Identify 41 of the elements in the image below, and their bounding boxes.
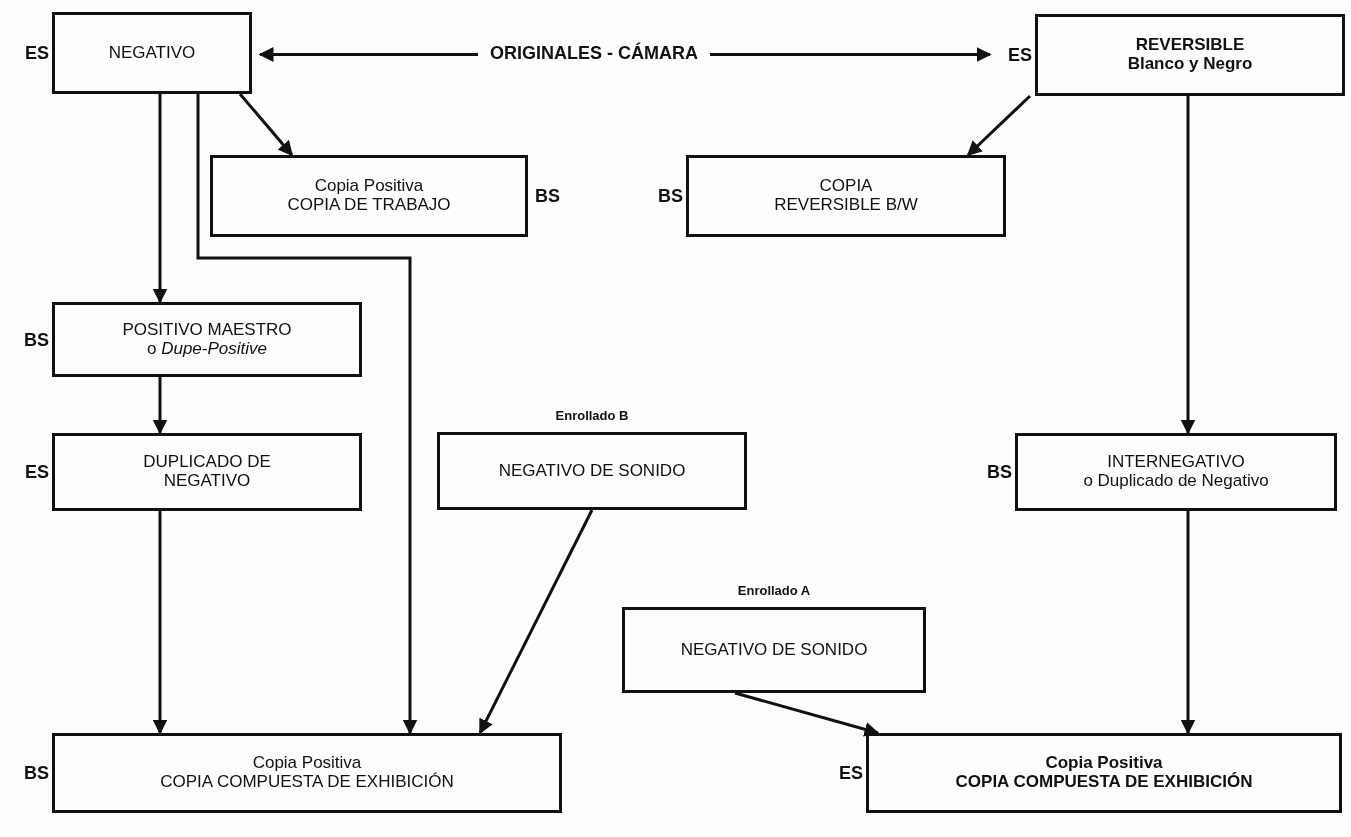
stock-code-label: ES [25, 461, 49, 483]
box-text: NEGATIVO DE SONIDO [680, 640, 868, 660]
arrow [1180, 96, 1196, 435]
box-text: Copia Positiva [1045, 754, 1163, 773]
box-text: COPIA REVERSIBLE B/W [773, 177, 919, 215]
arrow [478, 509, 594, 735]
arrow [152, 511, 168, 735]
box-text: REVERSIBLE [1135, 36, 1245, 55]
box-text: Copia Positiva [252, 754, 362, 773]
arrow [1180, 511, 1196, 735]
stock-code-label: ES [1008, 44, 1032, 66]
box-text: NEGATIVO [108, 43, 196, 63]
arrow [966, 94, 1032, 157]
box-text: COPIA DE TRABAJO [287, 196, 451, 215]
stock-code-label: BS [658, 185, 683, 207]
box-text: INTERNEGATIVO [1107, 453, 1245, 472]
stock-code-label: BS [24, 762, 49, 784]
reel-label: Enrollado B [555, 408, 629, 423]
arrow [710, 47, 992, 62]
stock-code-label: ES [839, 762, 863, 784]
box-text: NEGATIVO DE SONIDO [498, 461, 686, 481]
box-text: Copia Positiva [314, 177, 424, 196]
box-text: POSITIVO MAESTRO [122, 320, 292, 340]
arrow [238, 93, 294, 157]
box-text: COPIA COMPUESTA DE EXHIBICIÓN [160, 773, 454, 792]
stock-code-label: ES [25, 42, 49, 64]
box-text: Blanco y Negro [1127, 55, 1253, 74]
source-label: ORIGINALES - CÁMARA [490, 43, 698, 64]
arrow [196, 94, 418, 735]
stock-code-label: BS [24, 329, 49, 350]
stock-code-label: BS [987, 461, 1012, 483]
reel-label: Enrollado A [737, 583, 811, 598]
arrow [258, 47, 478, 62]
box-text: DUPLICADO DE NEGATIVO [142, 453, 272, 491]
arrow [734, 691, 880, 737]
box-text: o Duplicado de Negativo [1083, 472, 1269, 491]
box-text: o Dupe-Positive [147, 339, 267, 359]
arrow [152, 94, 168, 304]
box-text: COPIA COMPUESTA DE EXHIBICIÓN [955, 773, 1253, 792]
stock-code-label: BS [535, 185, 560, 207]
arrow [152, 377, 168, 435]
